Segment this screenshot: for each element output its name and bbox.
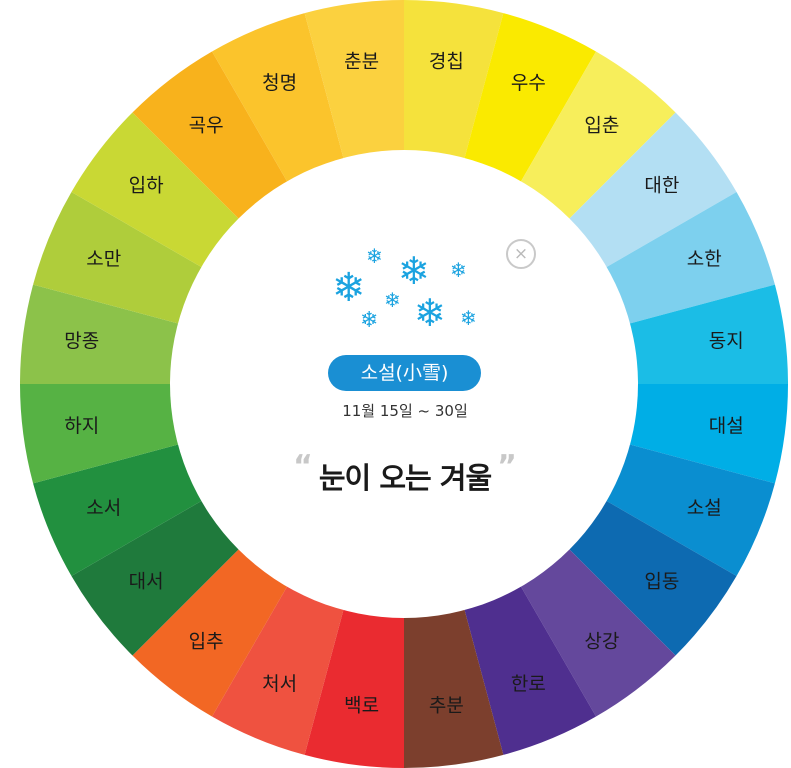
- segment-label-4: 대한: [644, 175, 679, 197]
- segment-11[interactable]: [463, 583, 596, 755]
- segment-17[interactable]: [33, 443, 205, 576]
- segment-label-14: 처서: [262, 673, 297, 695]
- segment-19[interactable]: [20, 284, 182, 384]
- segment-label-11: 한로: [511, 673, 546, 695]
- segment-22[interactable]: [132, 51, 289, 222]
- close-icon: ×: [513, 244, 529, 264]
- segment-9[interactable]: [566, 499, 737, 656]
- segment-label-9: 입동: [644, 570, 679, 592]
- segment-label-17: 소서: [86, 497, 121, 519]
- center-disc: [170, 150, 638, 618]
- segment-20[interactable]: [33, 192, 205, 325]
- segment-15[interactable]: [132, 546, 289, 717]
- segment-label-5: 소한: [687, 248, 722, 270]
- segment-1[interactable]: [404, 0, 504, 162]
- segment-label-19: 망종: [64, 330, 99, 352]
- segment-12[interactable]: [404, 606, 504, 768]
- segment-label-20: 소만: [86, 248, 121, 270]
- segment-label-24: 춘분: [344, 50, 379, 72]
- segment-3[interactable]: [519, 51, 676, 222]
- segment-6[interactable]: [626, 284, 788, 384]
- segment-label-12: 추분: [429, 695, 464, 717]
- segment-5[interactable]: [603, 192, 775, 325]
- segment-label-8: 소설: [687, 497, 722, 519]
- segment-24[interactable]: [304, 0, 404, 162]
- segment-label-1: 경칩: [429, 50, 464, 72]
- segment-label-10: 상강: [584, 630, 619, 652]
- segment-16[interactable]: [71, 499, 242, 656]
- close-button[interactable]: ×: [506, 239, 536, 269]
- segment-label-7: 대설: [709, 415, 744, 437]
- segment-label-13: 백로: [344, 695, 379, 717]
- segment-label-16: 대서: [129, 570, 164, 592]
- segment-21[interactable]: [71, 112, 242, 269]
- segment-13[interactable]: [304, 606, 404, 768]
- segment-label-6: 동지: [709, 330, 744, 352]
- segment-18[interactable]: [20, 384, 182, 484]
- segment-label-15: 입추: [189, 630, 224, 652]
- segment-4[interactable]: [566, 112, 737, 269]
- segment-10[interactable]: [519, 546, 676, 717]
- segment-7[interactable]: [626, 384, 788, 484]
- segment-label-23: 청명: [262, 72, 297, 94]
- segment-14[interactable]: [212, 583, 345, 755]
- segment-2[interactable]: [463, 13, 596, 185]
- segment-label-18: 하지: [64, 415, 99, 437]
- segment-label-3: 입춘: [584, 115, 619, 137]
- segment-label-21: 입하: [129, 175, 164, 197]
- segment-label-2: 우수: [511, 72, 546, 94]
- segment-8[interactable]: [603, 443, 775, 576]
- segment-label-22: 곡우: [189, 115, 224, 137]
- segment-23[interactable]: [212, 13, 345, 185]
